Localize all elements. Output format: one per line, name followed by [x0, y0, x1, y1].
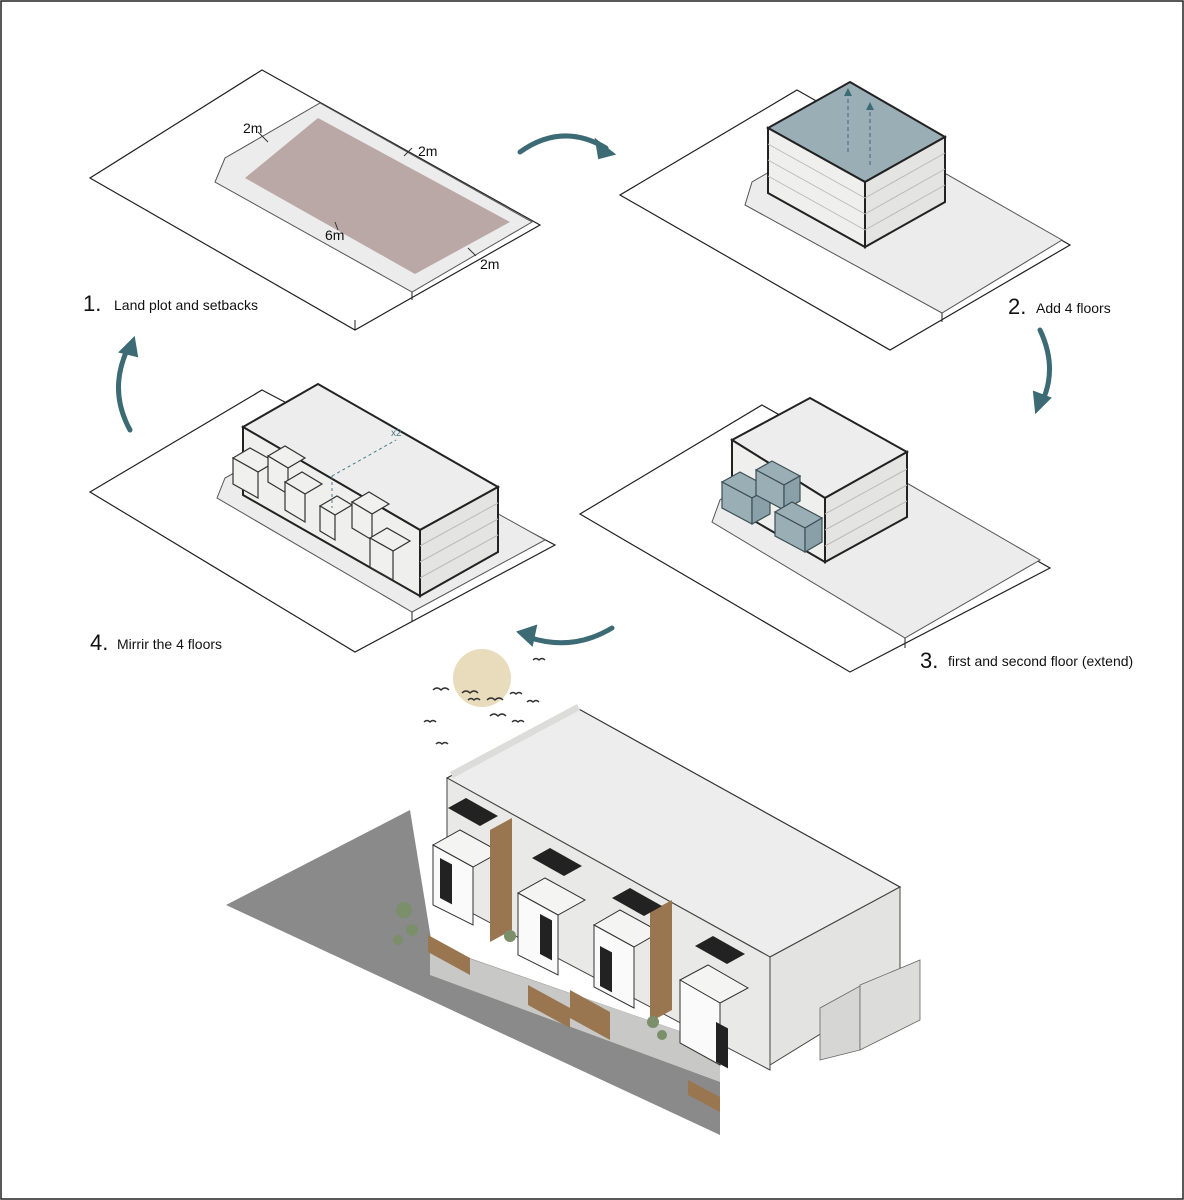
dimension-side-setback-top: 2m [418, 143, 437, 159]
bird-icon [511, 719, 525, 723]
gates [428, 935, 720, 1112]
facade-modules [431, 798, 750, 1069]
step-1-number: 1. [83, 291, 101, 316]
dimension-front-setback: 6m [325, 227, 344, 243]
bird-icon [467, 697, 481, 701]
wood-panel [650, 900, 672, 1022]
buildable-area [245, 118, 510, 274]
bird-icon [461, 690, 479, 694]
bird-icon [432, 687, 450, 691]
bird-icons [423, 657, 546, 745]
step-2-number: 2. [1008, 294, 1026, 319]
bird-icon [532, 657, 546, 661]
dimension-left-setback: 2m [243, 120, 262, 136]
bird-icon [423, 719, 437, 723]
bird-icon [486, 697, 504, 701]
bird-icon [526, 699, 540, 703]
arrow-clockwise-icon [1037, 327, 1053, 405]
sun-icon [453, 649, 511, 707]
wood-panel [490, 818, 512, 942]
step-1-caption: Land plot and setbacks [114, 297, 258, 313]
step-3-diagram: 3. first and second floor (extend) [578, 396, 1133, 673]
dimension-side-setback-bottom: 2m [480, 256, 499, 272]
arrow-clockwise-icon [517, 133, 609, 155]
step-1-diagram: 2m 2m 6m 2m 1. Land plot and setbacks [83, 69, 542, 331]
arrow-clockwise-icon [525, 625, 615, 646]
bird-icon [509, 691, 523, 695]
bird-icon [435, 741, 449, 745]
mirror-axis [331, 439, 397, 477]
step-4-number: 4. [90, 630, 108, 655]
arrow-clockwise-icon [116, 345, 133, 433]
plants [393, 902, 667, 1040]
step-3-number: 3. [920, 648, 938, 673]
step-2-caption: Add 4 floors [1036, 300, 1111, 316]
extension-boxes [231, 445, 412, 582]
final-building-render [226, 704, 921, 1135]
bird-icon [489, 713, 507, 717]
cycle-arrows [116, 133, 1053, 647]
step-4-caption: Mirrir the 4 floors [117, 636, 222, 652]
extension-boxes [720, 460, 824, 554]
mirror-label: x2 [391, 428, 402, 439]
step-4-diagram: x2 4. Mirrir the 4 floors [88, 382, 557, 655]
step-3-caption: first and second floor (extend) [948, 653, 1133, 669]
step-2-diagram: 2. Add 4 floors [618, 80, 1111, 351]
